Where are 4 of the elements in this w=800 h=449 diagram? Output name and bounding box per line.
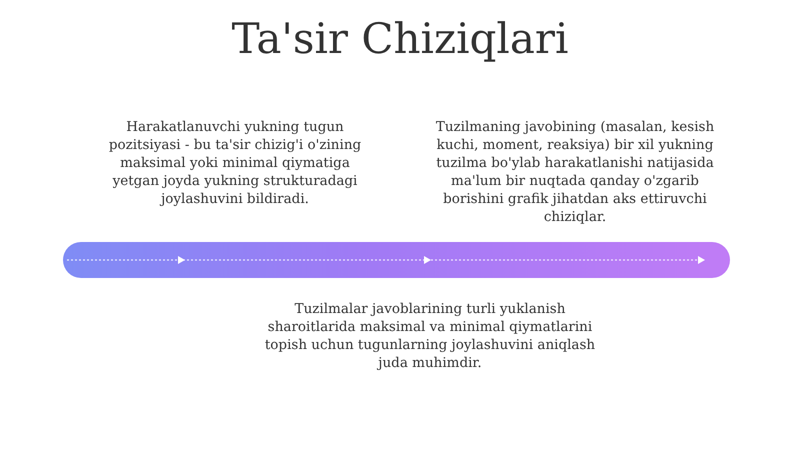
description-text: Harakatlanuvchi yukning tugun pozitsiyasi - bu ta'sir chizig'i o'zining maksimal yoki minimal qiymatiga yetgan joyda yukning strukturadagi joylashuvini bildiradi. — [108, 118, 362, 208]
description-text: Tuzilmalar javoblarining turli yuklanish sharoitlarida maksimal va minimal qiymatlarini topish uchun tugunlarning joylashuvini aniqlash juda muhimdir. — [264, 300, 596, 372]
description-text: Tuzilmaning javobining (masalan, kesish kuchi, moment, reaksiya) bir xil yukning tuzilma bo'ylab harakatlanishi natijasida ma'lum bir nuqtada qanday o'zgarib borishini grafik jihatdan aks ettiruvchi chiziqlar. — [434, 118, 716, 226]
title: Ta'sir Chiziqlari — [232, 14, 568, 63]
